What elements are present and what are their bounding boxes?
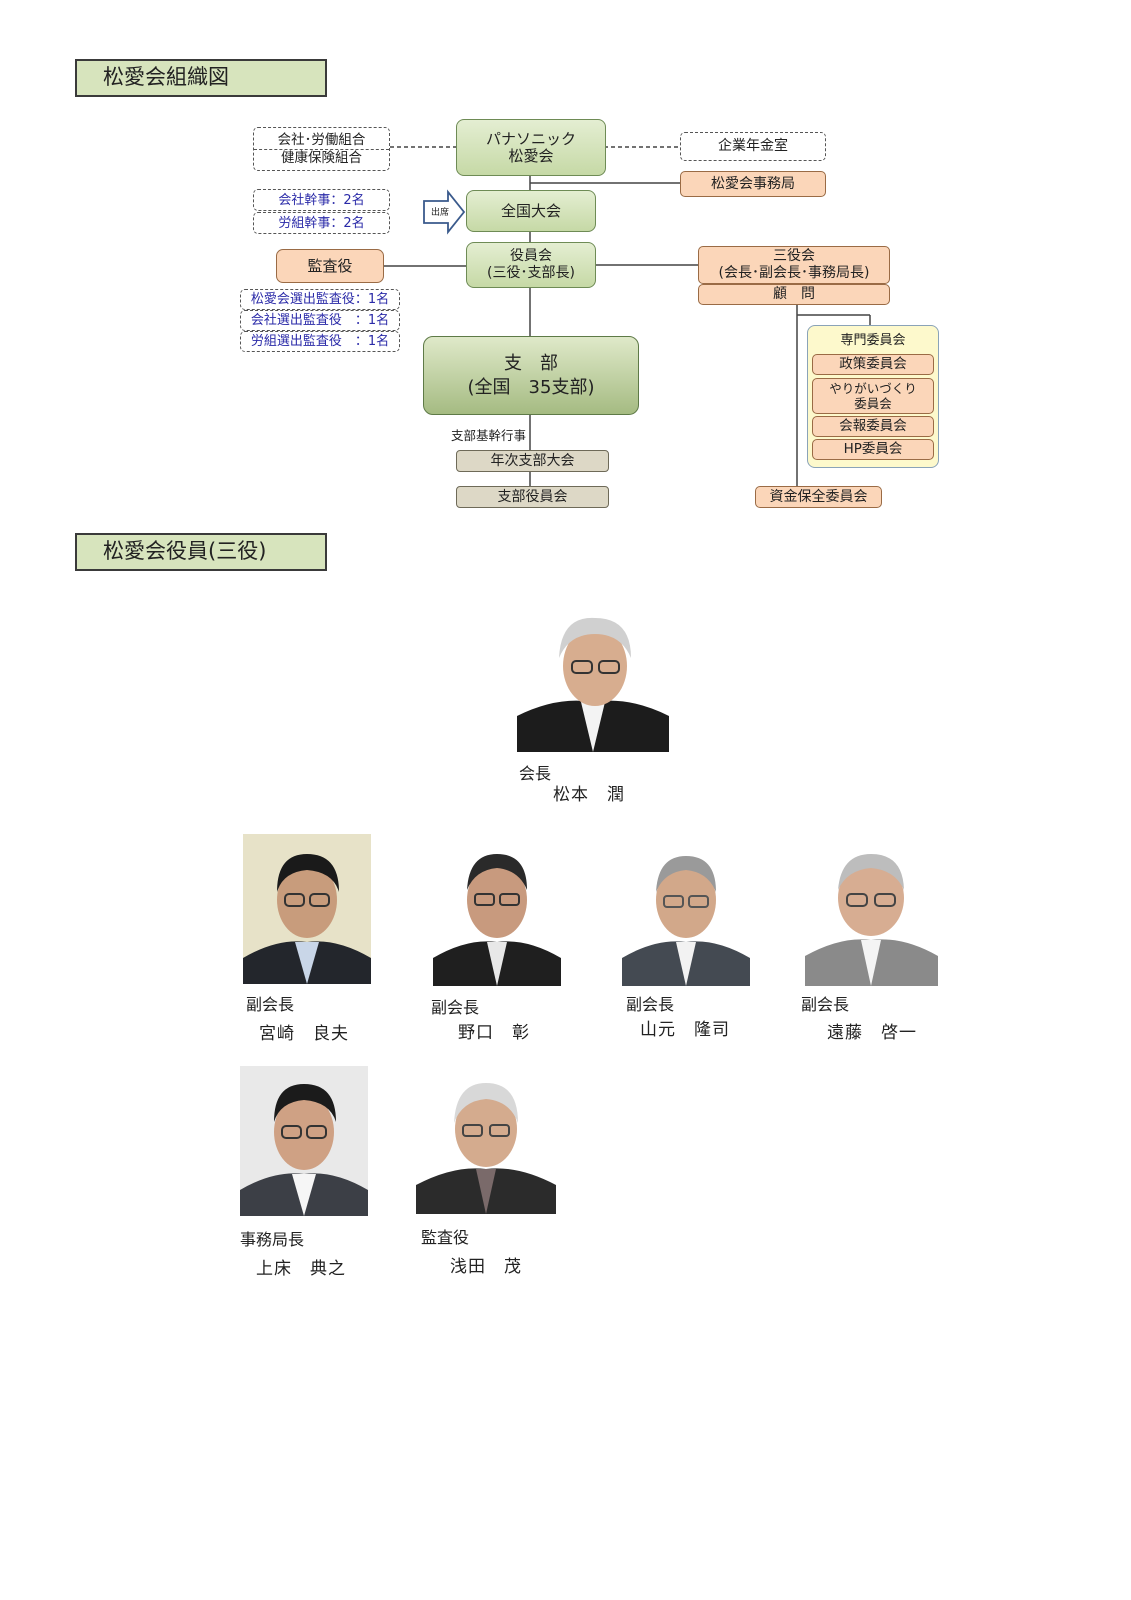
sanyaku-node: 三役会 (会長･副会長･事務局長) [698,246,890,284]
officer-role-vp4: 副会長 [801,995,850,1014]
auditor-photo [416,1071,556,1214]
officer-role-secretary: 事務局長 [240,1230,305,1249]
annual-branch-meeting-node: 年次支部大会 [456,450,609,472]
vice-president-1-photo [243,834,371,984]
auditor-shoai-box: 松愛会選出監査役：1名 [240,289,400,310]
committee-hp-node: HP委員会 [812,439,934,460]
officer-name-secretary: 上床 典之 [256,1259,346,1279]
auditor-node: 監査役 [276,249,384,283]
secretariat-node: 松愛会事務局 [680,171,826,197]
auditor-company-box: 会社選出監査役 ：1名 [240,310,400,331]
secretary-general-photo [240,1066,368,1216]
org-connector-lines [384,146,871,486]
company-union-box: 会社･労働組合 健康保険組合 [253,127,390,171]
fund-committee-node: 資金保全委員会 [755,486,882,508]
committee-pr-node: 会報委員会 [812,416,934,437]
officer-role-vp2: 副会長 [431,998,480,1017]
panasonic-shoaikai-node: パナソニック 松愛会 [456,119,606,176]
advisor-node: 顧 問 [698,284,890,305]
officer-name-president: 松本 潤 [553,785,625,805]
president-photo [517,606,669,752]
committee-title: 専門委員会 [840,333,906,348]
auditor-union-box: 労組選出監査役 ：1名 [240,331,400,352]
org-chart-title: 松愛会組織図 [75,59,327,97]
officer-name-vp4: 遠藤 啓一 [827,1023,917,1043]
vice-president-2-photo [433,840,561,986]
officers-title: 松愛会役員(三役) [75,533,327,571]
pension-office-box: 企業年金室 [680,132,826,161]
officer-role-vp3: 副会長 [626,995,675,1014]
union-director-box: 労組幹事：2名 [253,212,390,234]
officer-role-president: 会長 [519,764,552,783]
officer-name-vp2: 野口 彰 [458,1023,530,1043]
branch-events-label: 支部基幹行事 [451,428,527,443]
officer-role-auditor: 監査役 [421,1228,470,1247]
branch-board-node: 支部役員会 [456,486,609,508]
board-node: 役員会 (三役･支部長) [466,242,596,288]
officer-role-vp1: 副会長 [246,995,295,1014]
branch-node: 支 部 (全国 35支部) [423,336,639,415]
vice-president-3-photo [622,840,750,986]
national-convention-node: 全国大会 [466,190,596,232]
officer-name-vp3: 山元 隆司 [640,1020,730,1040]
officer-name-vp1: 宮崎 良夫 [259,1024,349,1044]
officer-name-auditor: 浅田 茂 [450,1257,522,1277]
committee-policy-node: 政策委員会 [812,354,934,375]
committee-yarigai-node: やりがいづくり 委員会 [812,378,934,414]
attend-label: 出席 [431,208,450,218]
company-director-box: 会社幹事：2名 [253,189,390,211]
vice-president-4-photo [805,840,938,986]
attend-arrow-icon [423,189,466,235]
